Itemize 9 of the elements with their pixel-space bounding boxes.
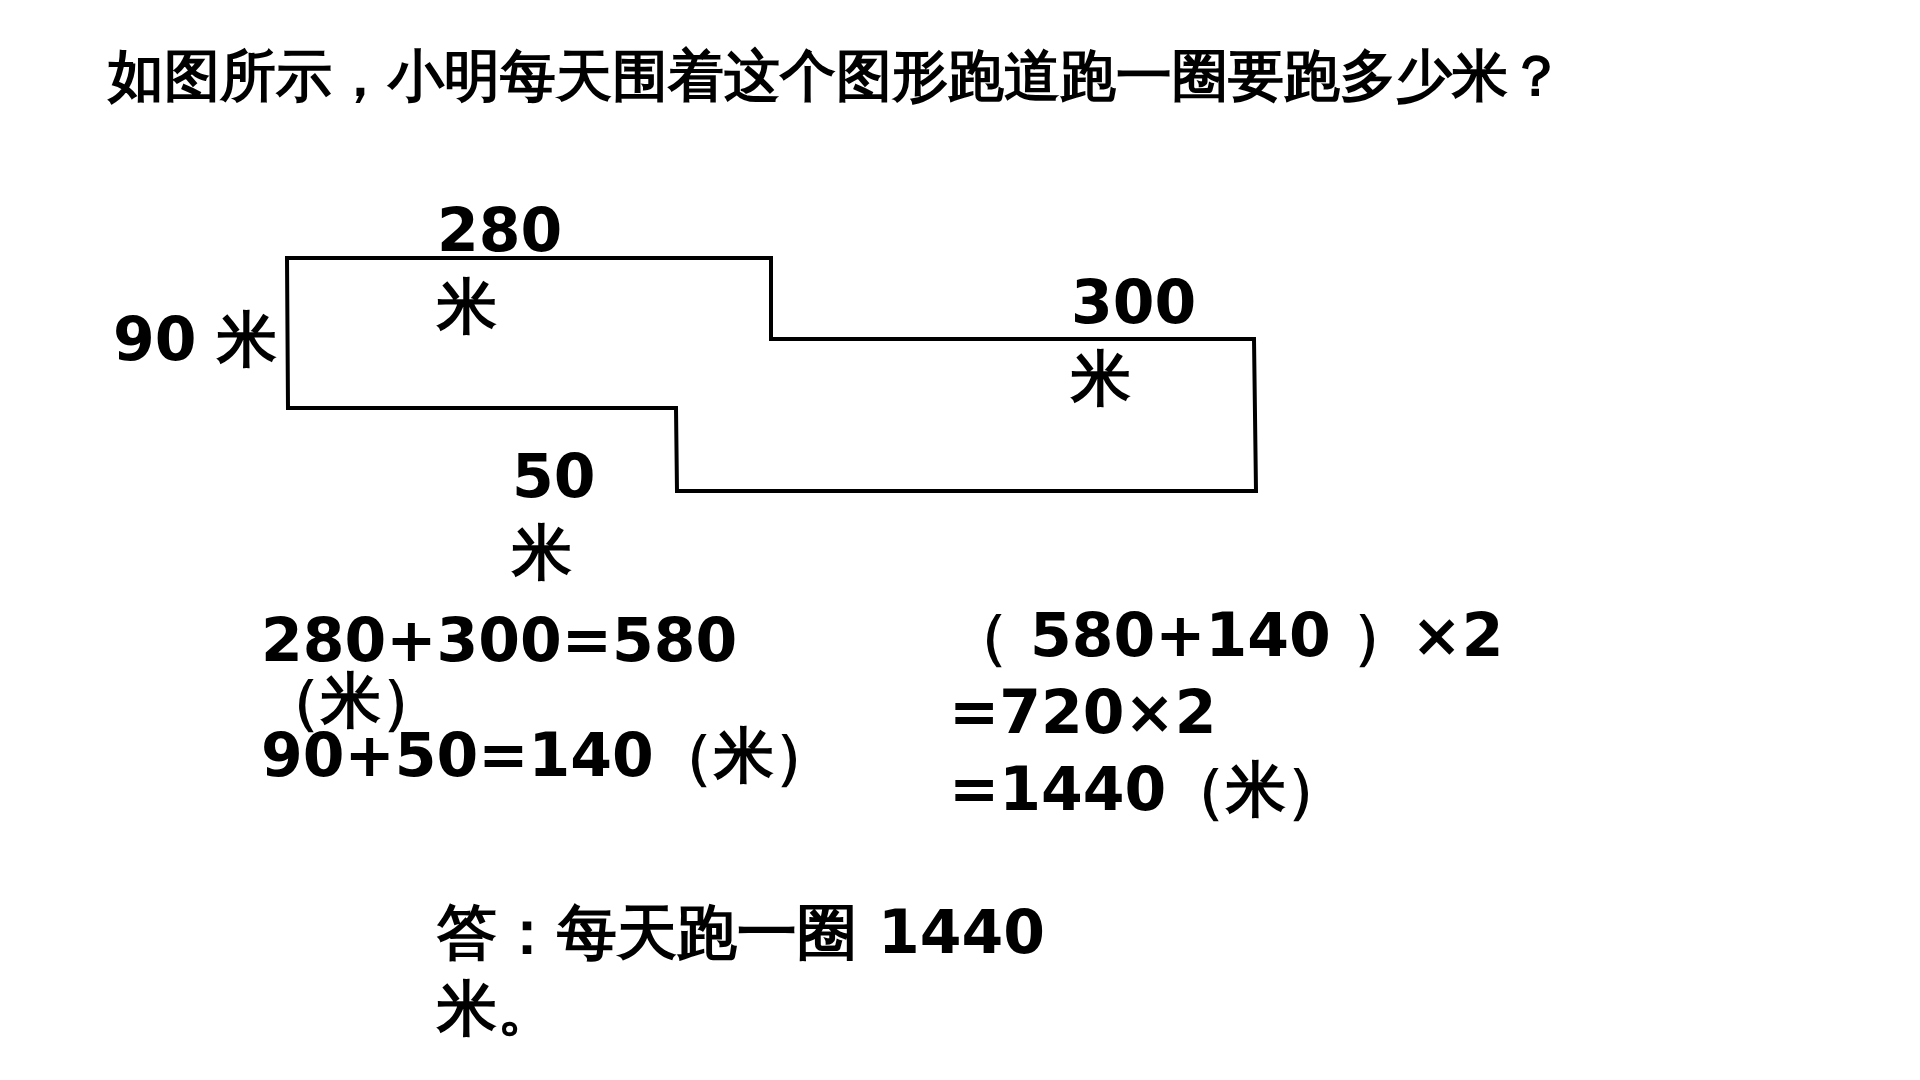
answer-text: 答：每天跑一圈 1440 米。 (437, 896, 1046, 1045)
dimension-label: 280 米 (437, 194, 564, 343)
calculation-line: =1440（米） (949, 753, 1347, 826)
calculation-line: （ 580+140 ）×2 (949, 599, 1504, 672)
dimension-label: 50 米 (512, 440, 597, 589)
dimension-label: 300 米 (1071, 266, 1198, 415)
calculation-line: =720×2 (949, 676, 1217, 749)
dimension-label: 90 米 (113, 303, 278, 376)
question-text: 如图所示，小明每天围着这个图形跑道跑一圈要跑多少米？ (108, 42, 1565, 110)
